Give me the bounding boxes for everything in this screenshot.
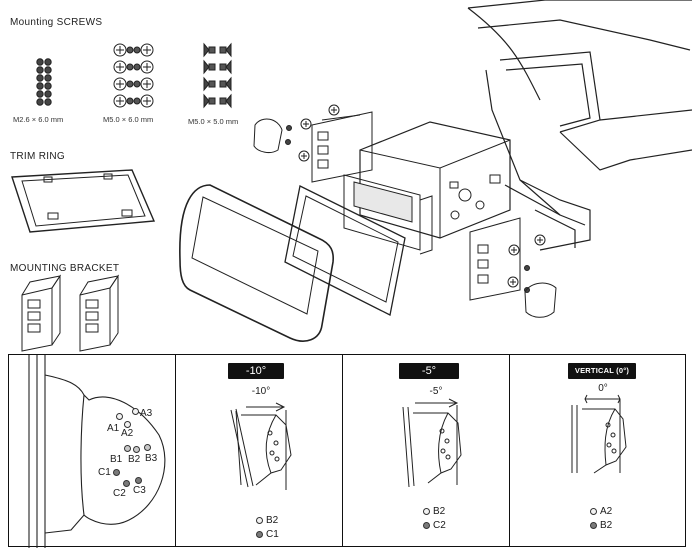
legend-row-vertical-1: A2 [590,506,612,517]
angle-badge-vertical: VERTICAL (0°) [568,363,636,379]
screw-label-m50-6: M5.0 × 6.0 mm [103,115,154,124]
legend-row-minus5-1: B2 [423,506,445,517]
screw-group-m26 [36,58,52,106]
angle-value-minus5: -5° [429,386,443,397]
angle-drawing-vertical [571,394,627,474]
hole-b1-dot [124,445,131,452]
trim-ring-section-title: TRIM RING [10,151,65,162]
hole-label-a3: A3 [140,408,153,419]
hole-a3-dot [132,408,139,415]
legend-text: C2 [433,520,446,531]
legend-dot [423,508,430,515]
mounting-bracket-section-title: MOUNTING BRACKET [10,263,120,274]
angle-drawing-minus5 [402,398,462,488]
legend-text: B2 [600,520,613,531]
legend-row-minus10-2: C1 [256,529,279,540]
screws-section-title: Mounting SCREWS [10,17,103,28]
screw-label-m26: M2.6 × 6.0 mm [13,115,64,124]
trim-ring-drawing [11,169,156,233]
hole-a2-dot [124,421,131,428]
angle-panel-vertical: VERTICAL (0°) 0° A2 B2 [509,354,686,547]
car-dashboard-drawing [467,0,692,251]
bracket-holes-detail-panel: A1 A2 A3 B1 B2 B3 C1 C2 C3 [8,354,176,548]
angle-panel-minus10: -10° -10° B2 C1 [175,354,343,547]
legend-dot [256,531,263,538]
chassis-right-bracket [469,217,521,301]
head-unit-chassis-drawing [343,121,511,255]
chassis-left-bracket [311,111,373,183]
legend-row-minus5-2: C2 [423,520,446,531]
angle-drawing-minus10 [230,402,292,490]
hole-b3-dot [144,444,151,451]
legend-dot [423,522,430,529]
hole-c1-dot [113,469,120,476]
angle-badge-minus5: -5° [399,363,459,379]
installation-diagram [11,0,692,352]
mounting-bracket-drawing [21,274,120,352]
side-cover-left [253,118,283,154]
angle-panel-minus5: -5° -5° B2 C2 [342,354,510,547]
hole-a1-dot [116,413,123,420]
screw-group-m50-5 [203,42,232,109]
angle-value-minus10: -10° [251,386,271,397]
display-trim-frame [284,185,406,316]
legend-text: C1 [266,529,279,540]
legend-row-minus10-1: B2 [256,515,278,526]
legend-text: B2 [266,515,279,526]
hole-label-c3: C3 [133,485,146,496]
display-screen-drawing [179,184,335,342]
legend-text: A2 [600,506,613,517]
hole-c3-dot [135,477,142,484]
hole-label-b1: B1 [110,454,123,465]
screw-group-m50-6 [113,43,154,108]
angle-badge-minus10: -10° [228,363,284,379]
loose-screws [285,104,546,293]
side-cover-right [524,282,557,318]
screw-label-m50-5: M5.0 × 5.0 mm [188,117,239,126]
hole-label-b3: B3 [145,453,158,464]
legend-dot [256,517,263,524]
hole-label-c2: C2 [113,488,126,499]
angle-value-vertical: 0° [598,383,608,394]
hole-label-a1: A1 [107,423,120,434]
hole-label-a2: A2 [121,428,134,439]
legend-dot [590,508,597,515]
legend-dot [590,522,597,529]
hole-c2-dot [123,480,130,487]
hole-label-c1: C1 [98,467,111,478]
hole-label-b2: B2 [128,454,141,465]
legend-text: B2 [433,506,446,517]
legend-row-vertical-2: B2 [590,520,612,531]
hole-b2-dot [133,446,140,453]
bracket-detail-drawing [28,355,166,548]
